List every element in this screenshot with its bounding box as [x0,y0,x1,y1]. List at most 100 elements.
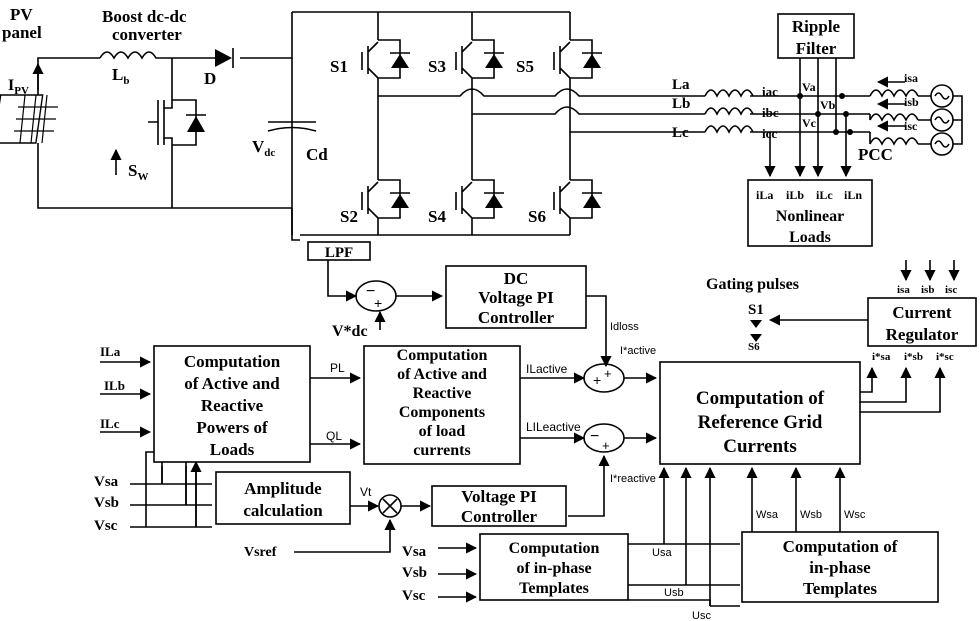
reg-ref-a: i*sa [872,351,891,363]
lileactive-label: LILeactive [526,420,581,434]
inphase1-3: Templates [519,580,589,597]
reg-isb: isb [921,284,934,296]
comp-2: of Active and [397,366,487,383]
dc-pi-1: DC [504,269,529,288]
voltage-pi-box [431,485,567,527]
ripple-label-2: Filter [796,39,837,58]
gating-s1: S1 [748,302,764,318]
diode-label: D [204,69,216,88]
comp-5: of load [419,423,466,440]
vsb-t: Vsb [402,565,427,581]
isc-label: isc [904,119,918,133]
inphase1-1: Computation [509,540,600,557]
i-active-label: I*active [620,345,656,357]
reg-ref-b: i*sb [904,351,923,363]
powers-5: Loads [210,440,255,459]
vsc-input: Vsc [94,518,118,534]
dc-pi-box [445,265,587,329]
usc-label: Usc [692,610,711,621]
isb-label: isb [904,95,919,109]
inphase-box-1 [479,533,629,601]
wsc-label: Wsc [844,509,866,521]
cd-label: Cd [306,145,328,164]
vpi-2: Controller [461,507,538,526]
switch-s1: S1 [330,57,348,76]
inphase2-2: in-phase [809,558,871,577]
ripple-filter-box [777,13,855,59]
pv-label-1: PV [10,5,33,24]
vb-label: Vb [820,98,836,112]
line-inductors [704,89,754,134]
wsa-label: Wsa [756,509,779,521]
ref-3: Currents [723,436,797,457]
ilactive-label: ILactive [526,362,568,376]
reference-box [659,361,861,465]
idloss-label: Idloss [610,321,639,333]
vc-label: Vc [802,116,817,130]
lb-label: Lb [672,96,690,112]
active-sum-plus-2: + [604,366,612,381]
ripple-label-1: Ripple [792,17,841,36]
switch-s5: S5 [516,57,534,76]
igbt-switch [553,30,602,88]
reactive-sum-minus: − [590,428,599,445]
dc-pi-3: Controller [478,308,555,327]
inverter-bridge [361,12,602,235]
reg-isa: isa [897,284,910,296]
ref-2: Reference Grid [698,412,823,433]
inductor-label: Lb [112,65,129,87]
regulator-label-1: Current [892,303,952,322]
comp-1: Computation [397,347,488,364]
ila-label: iLa [756,188,773,202]
vdc-ref-label: V*dc [332,323,368,340]
la-label: La [672,77,690,93]
dc-link [291,11,570,236]
inphase2-3: Templates [803,579,877,598]
boost-switch [148,96,206,150]
comp-6: currents [413,442,470,459]
ql-label: QL [326,429,342,443]
reg-isc: isc [945,284,957,296]
nonlinear-loads-box [747,179,873,247]
ref-1: Computation of [696,388,825,409]
amp-1: Amplitude [244,479,322,498]
grid-sources [930,84,963,156]
vt-label: Vt [360,485,372,499]
vsc-t: Vsc [402,588,426,604]
boost-top-wire [37,57,292,95]
loads-label-2: Loads [789,229,831,246]
inphase2-1: Computation of [783,537,898,556]
vsa-input: Vsa [94,474,119,490]
usb-label: Usb [664,587,684,599]
gating-s6: S6 [748,341,760,353]
comp-3: Reactive [413,385,472,402]
isa-label: isa [904,71,918,85]
switch-label: SW [128,161,148,183]
ipv-label: IPV [8,77,29,97]
igbt-switch [455,170,504,228]
powers-box [153,345,311,463]
ilb-label: iLb [786,188,804,202]
phase-a-wire [378,88,705,97]
pl-label: PL [330,361,345,375]
dc-bottom-wire [37,143,292,209]
switch-s2: S2 [340,207,358,226]
igbt-switch [553,170,602,228]
lpf-box [307,241,371,261]
ilc-input: ILc [100,416,120,431]
switch-s6: S6 [528,207,546,226]
pv-panel [0,94,58,144]
reg-ref-c: i*sc [936,351,954,363]
phase-b-wire [472,106,705,115]
inphase1-2: of in-phase [516,560,591,577]
regulator-label-2: Regulator [886,325,959,344]
vdc-label: Vdc [252,137,275,159]
amplitude-box [215,471,351,525]
powers-4: Powers of [196,418,268,437]
powers-2: of Active and [184,374,280,393]
current-regulator-box [867,297,977,347]
ilc-label: iLc [816,188,833,202]
ilb-input: ILb [104,378,125,393]
powers-1: Computation [184,352,281,371]
